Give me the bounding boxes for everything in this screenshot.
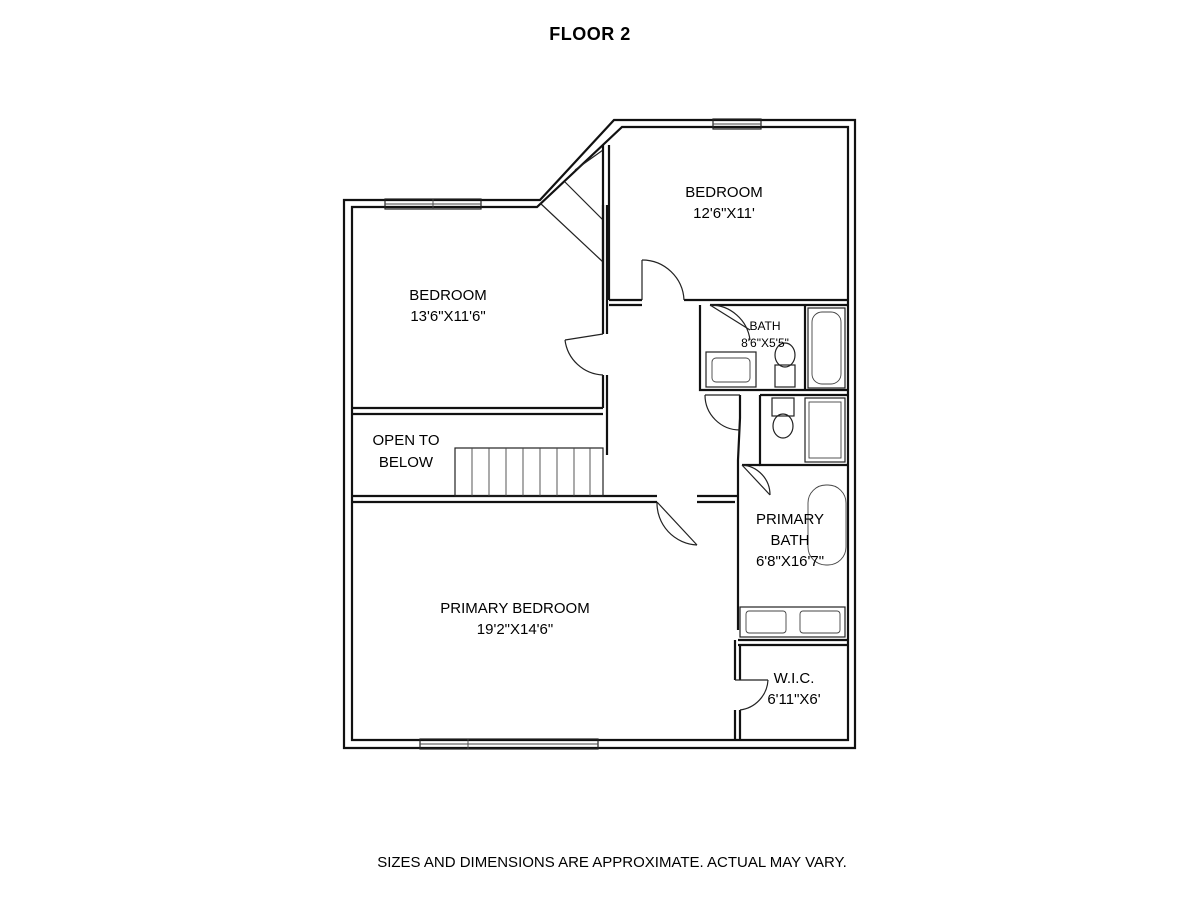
windows [384,118,762,750]
wic-size: 6'11"X6' [767,691,820,708]
plan-title: FLOOR 2 [549,24,631,44]
disclaimer-text: SIZES AND DIMENSIONS ARE APPROXIMATE. AC… [377,854,847,871]
exterior-walls [342,118,857,750]
bedroom-left-size: 13'6"X11'6" [410,308,485,325]
open-to-below-line1: OPEN TO [373,432,440,449]
primary-bath-size: 6'8"X16'7" [756,553,824,570]
primary-bath-line2: BATH [771,532,810,549]
bedroom-left-name: BEDROOM [409,287,487,304]
primary-bedroom-size: 19'2"X14'6" [477,621,553,638]
stairs [454,447,604,497]
open-to-below-line2: BELOW [379,454,434,471]
bedroom-right-name: BEDROOM [685,184,763,201]
bedroom-right-size: 12'6"X11' [693,205,755,222]
room-labels: BEDROOM 12'6"X11' BEDROOM 13'6"X11'6" BA… [373,184,825,708]
interior-walls [352,145,848,740]
bath-size: 8'6"X5'5" [741,336,789,350]
primary-bath-line1: PRIMARY [756,511,824,528]
doors [564,259,771,711]
bath-name: BATH [749,319,780,333]
primary-bedroom-name: PRIMARY BEDROOM [440,600,589,617]
bath-fixtures [705,307,847,638]
wic-name: W.I.C. [774,670,815,687]
